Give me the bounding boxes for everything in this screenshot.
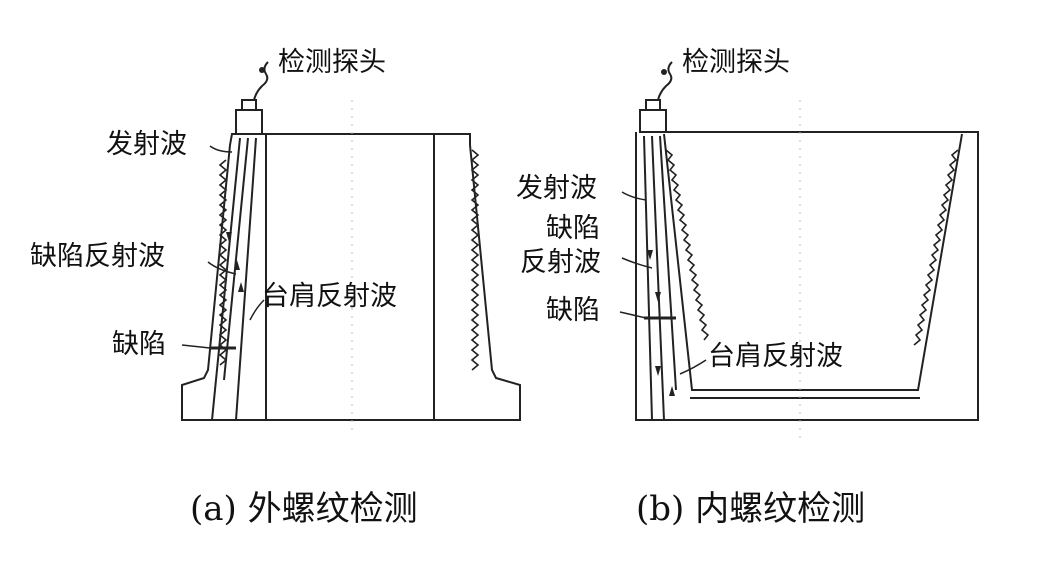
pipe-body-a	[181, 133, 521, 421]
left-threads-b	[665, 149, 710, 341]
emitted-wave-path-a	[211, 137, 241, 421]
emitted-wave-label-a: 发射波	[106, 129, 187, 160]
left-threads-a	[218, 159, 228, 366]
arrow-down-b	[647, 250, 653, 260]
pipe-body-b	[635, 131, 979, 421]
defect-reflection-label-b-line1: 缺陷	[546, 213, 600, 244]
cable-dot-a	[259, 67, 265, 73]
emitted-wave-label-b: 发射波	[516, 173, 597, 204]
defect-reflection-label-a: 缺陷反射波	[30, 241, 165, 272]
right-threads-a	[470, 149, 480, 371]
probe-cable-a	[253, 61, 269, 101]
caption-b: (b) 内螺纹检测	[636, 489, 866, 529]
reflected-wave-path-b	[651, 135, 665, 421]
arrow-up-a	[234, 260, 240, 270]
shoulder-reflection-label-a: 台肩反射波	[262, 281, 397, 312]
caption-a: (a) 外螺纹检测	[190, 489, 418, 529]
inner-bore-b	[663, 133, 963, 391]
probe-label-a: 检测探头	[278, 47, 386, 78]
arrow-down-a	[226, 232, 232, 242]
defect-label-b: 缺陷	[546, 295, 600, 326]
emitted-wave-path-b	[643, 135, 653, 421]
arrow-down-b2	[655, 292, 661, 302]
probe-b	[639, 109, 667, 133]
reflected-wave-path-a	[223, 137, 249, 381]
reflected-wave-path-a2	[235, 137, 257, 421]
defect-label-a: 缺陷	[112, 329, 166, 360]
arrow-up-b	[669, 386, 675, 396]
arrow-up-a2	[238, 282, 244, 292]
right-threads-b	[913, 149, 959, 346]
arrow-down-b3	[655, 366, 661, 376]
probe-label-b: 检测探头	[682, 47, 790, 78]
probe-cable-b	[657, 61, 673, 101]
defect-reflection-label-b-line2: 反射波	[520, 247, 601, 278]
shoulder-reflection-label-b: 台肩反射波	[708, 341, 843, 372]
